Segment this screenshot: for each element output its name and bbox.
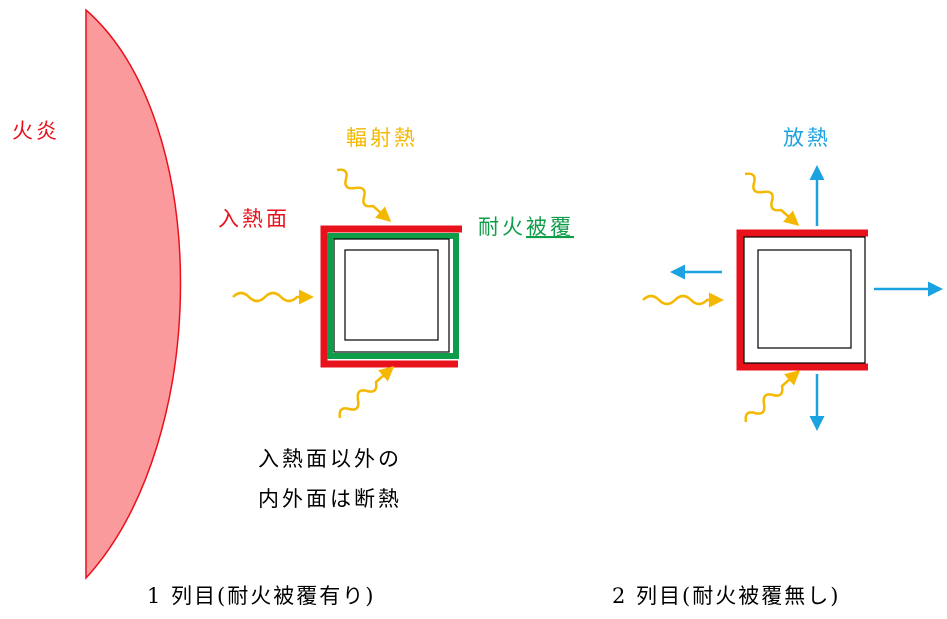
wavy-arrow-icon	[642, 292, 724, 308]
wavy-arrow-icon	[336, 168, 392, 222]
steel-inner	[344, 249, 439, 341]
heated-surface-label: 入熱面	[218, 207, 290, 231]
heat-release-label: 放熱	[783, 126, 831, 150]
column2-caption: 2 列目(耐火被覆無し)	[612, 584, 840, 608]
column1-caption: 1 列目(耐火被覆有り)	[147, 584, 375, 608]
column1-section	[320, 225, 462, 368]
wavy-arrow-icon	[338, 366, 395, 419]
heated-surface-edge	[736, 229, 868, 371]
insulation-note-line2: 内外面は断熱	[258, 487, 402, 511]
column2-section	[736, 229, 868, 371]
steel-outer	[333, 238, 450, 353]
insulation-note-line1: 入熱面以外の	[258, 447, 402, 471]
flame-label: 火炎	[12, 119, 60, 143]
fireproof-coating-edge	[327, 233, 459, 359]
radiant-heat-label: 輻射熱	[346, 126, 418, 150]
flame-shape	[85, 8, 182, 580]
wavy-arrow-icon	[744, 172, 800, 226]
wavy-arrow-icon	[744, 370, 801, 423]
fireproof-coating-label: 耐火被覆	[478, 215, 574, 239]
heated-surface-edge	[320, 225, 462, 368]
steel-inner	[757, 249, 852, 349]
steel-outer	[743, 236, 866, 364]
wavy-arrow-icon	[232, 289, 314, 305]
